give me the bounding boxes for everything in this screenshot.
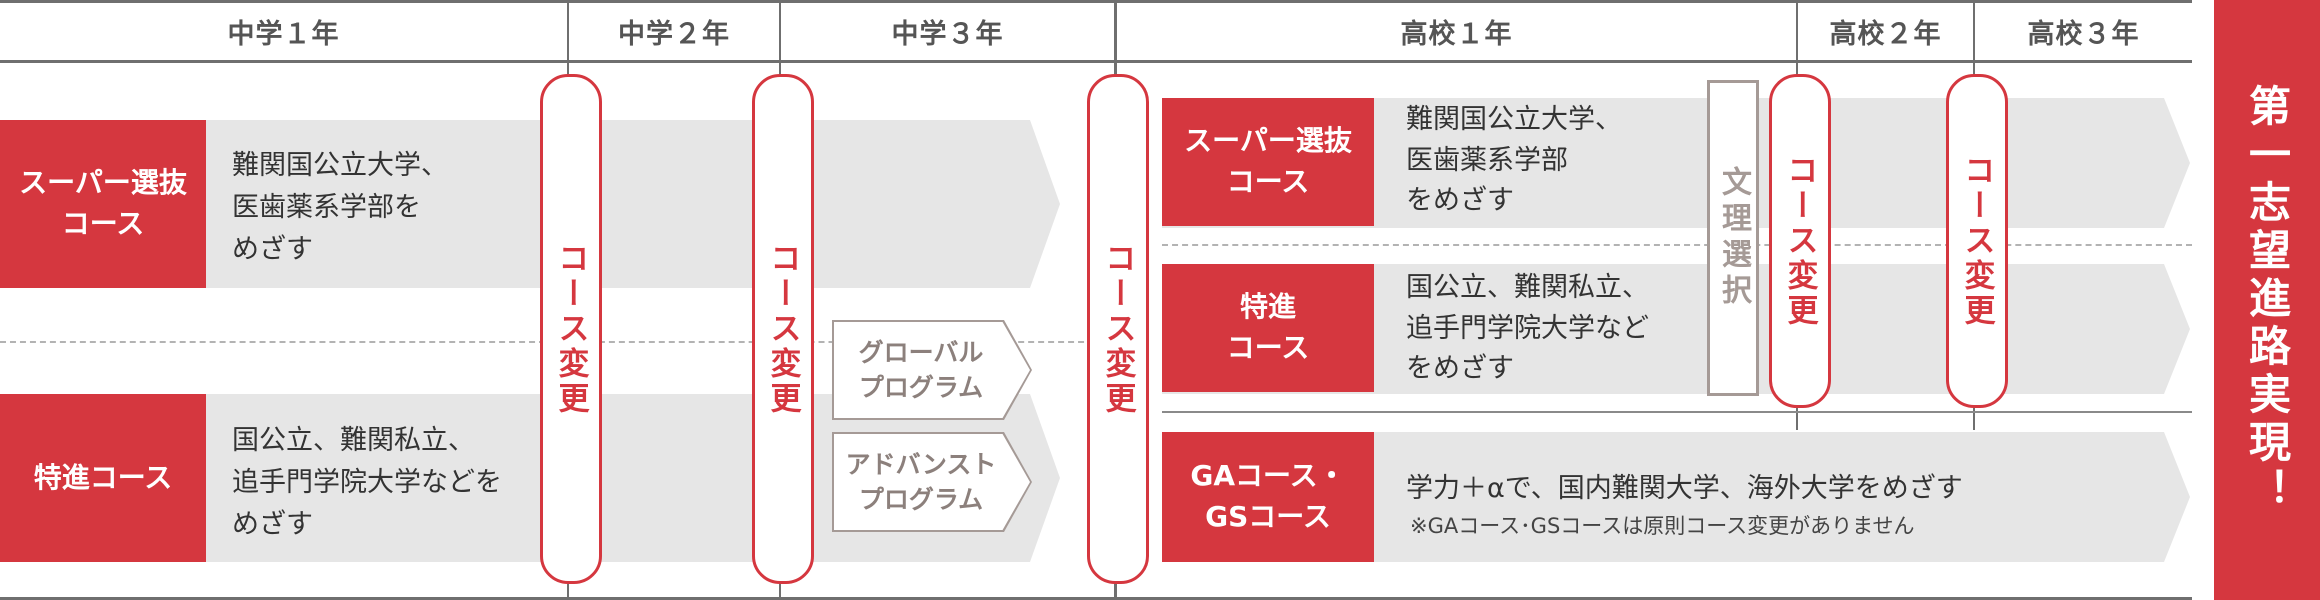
senior-super-label: スーパー選抜 コース <box>1162 98 1374 226</box>
junior-tokushin-desc-line3: めざす <box>232 508 313 540</box>
course-change-text-hs2: コース変更 <box>1958 153 1995 329</box>
senior-tokushin-desc-line2: 追手門学院大学など <box>1406 312 1649 344</box>
senior-tokushin-desc-line3: をめざす <box>1406 353 1514 384</box>
table-bottom-line <box>0 597 2192 600</box>
course-change-pill-hs2: コース変更 <box>1946 74 2008 408</box>
junior-super-desc-line1: 難関国公立大学、 <box>232 150 448 181</box>
header-bottom-line <box>0 60 2192 63</box>
course-change-text-jh1: コース変更 <box>552 241 589 417</box>
junior-super-label: スーパー選抜 コース <box>0 120 206 288</box>
senior-tokushin-desc: 国公立、難関私立、 追手門学院大学など をめざす <box>1406 268 1649 390</box>
senior-tokushin-label: 特進 コース <box>1162 264 1374 392</box>
global-program-line2: プログラム <box>858 373 984 402</box>
senior-super-label-line1: スーパー選抜 <box>1184 124 1352 158</box>
junior-tokushin-label: 特進コース <box>0 394 206 562</box>
junior-super-desc: 難関国公立大学、 医歯薬系学部を めざす <box>232 145 448 271</box>
senior-dashed-separator <box>1162 244 2192 246</box>
advanced-program-line1: アドバンスト <box>845 450 997 479</box>
senior-ga-gs-label: GAコース・ GSコース <box>1162 432 1374 562</box>
bunri-selection-text: 文理選択 <box>1716 166 1751 310</box>
junior-tokushin-label-text: 特進コース <box>33 460 173 494</box>
junior-super-label-line1: スーパー選抜 <box>19 166 187 200</box>
global-program-box: グローバル プログラム <box>832 320 1032 420</box>
course-change-text-jh2: コース変更 <box>764 241 801 417</box>
senior-super-desc-line2: 医歯薬系学部 <box>1406 144 1568 176</box>
senior-tokushin-label-line2: コース <box>1226 331 1310 364</box>
junior-tokushin-desc: 国公立、難関私立、 追手門学院大学などを めざす <box>232 420 502 546</box>
header-jh2: 中学２年 <box>618 18 730 50</box>
course-change-pill-hs1: コース変更 <box>1769 74 1831 408</box>
senior-ga-gs-label-line2: GSコース <box>1205 500 1331 533</box>
senior-super-desc: 難関国公立大学、 医歯薬系学部 をめざす <box>1406 100 1622 222</box>
course-change-pill-jh3: コース変更 <box>1087 74 1149 584</box>
header-hs3: 高校３年 <box>2027 18 2140 50</box>
course-change-pill-jh1: コース変更 <box>540 74 602 584</box>
senior-ga-separator <box>1162 411 2192 413</box>
header-jh3: 中学３年 <box>891 18 1004 50</box>
goal-banner-text: 第一志望進路実現！ <box>2242 84 2292 516</box>
bunri-selection-box: 文理選択 <box>1707 80 1759 396</box>
senior-tokushin-label-line1: 特進 <box>1239 290 1296 324</box>
header-hs1: 高校１年 <box>1400 18 1513 50</box>
advanced-program-line2: プログラム <box>858 485 984 514</box>
junior-super-desc-line3: めざす <box>232 233 313 265</box>
course-change-text-hs1: コース変更 <box>1781 153 1818 329</box>
header-top-line <box>0 0 2192 3</box>
course-change-text-jh3: コース変更 <box>1099 241 1136 417</box>
header-hs2: 高校２年 <box>1829 18 1942 50</box>
junior-super-desc-line2: 医歯薬系学部を <box>232 191 421 223</box>
senior-ga-gs-label-line1: GAコース・ <box>1190 459 1346 493</box>
junior-tokushin-desc-line1: 国公立、難関私立、 <box>232 425 475 456</box>
senior-super-label-line2: コース <box>1226 165 1310 198</box>
junior-super-label-line2: コース <box>61 207 145 240</box>
junior-tokushin-desc-line2: 追手門学院大学などを <box>232 466 502 498</box>
senior-super-desc-line1: 難関国公立大学、 <box>1406 104 1622 135</box>
advanced-program-box: アドバンスト プログラム <box>832 432 1032 532</box>
senior-ga-gs-note: ※GAコース･GSコースは原則コース変更がありません <box>1410 514 1915 538</box>
header-jh1: 中学１年 <box>227 18 340 50</box>
global-program-line1: グローバル <box>858 338 984 367</box>
senior-tokushin-desc-line1: 国公立、難関私立、 <box>1406 272 1649 303</box>
goal-banner: 第一志望進路実現！ <box>2214 0 2320 600</box>
senior-ga-gs-desc: 学力＋αで、国内難関大学、海外大学をめざす <box>1406 473 1963 504</box>
senior-super-desc-line3: をめざす <box>1406 185 1514 216</box>
course-change-pill-jh2: コース変更 <box>752 74 814 584</box>
